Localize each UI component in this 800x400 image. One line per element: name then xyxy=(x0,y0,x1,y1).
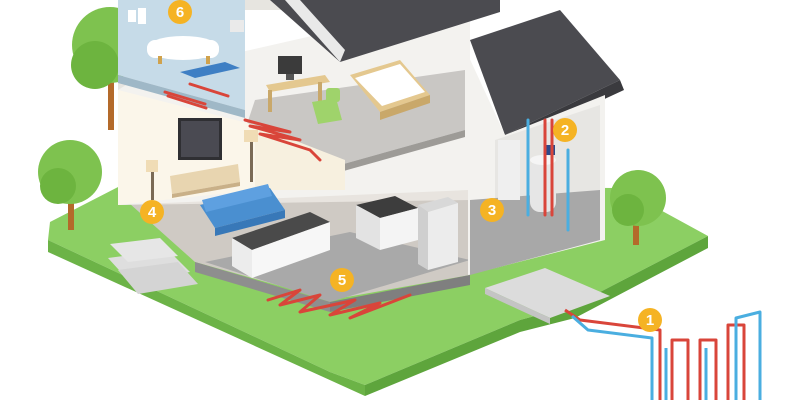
water-heater-icon xyxy=(498,140,556,212)
floor-lamp xyxy=(146,130,258,200)
sofa-icon xyxy=(200,184,285,236)
bed-icon xyxy=(350,60,430,120)
tree-icon xyxy=(610,170,666,245)
svg-text:1: 1 xyxy=(646,312,654,329)
driveway xyxy=(485,268,610,324)
svg-text:2: 2 xyxy=(561,122,569,139)
marker-5[interactable]: 5 xyxy=(330,268,354,292)
marker-4[interactable]: 4 xyxy=(140,200,164,224)
bathtub-icon xyxy=(128,8,244,78)
kitchen-island xyxy=(232,212,330,278)
tv-icon xyxy=(178,118,222,160)
heating-loops xyxy=(163,82,570,320)
main-roof xyxy=(270,0,500,62)
stove-icon xyxy=(356,196,418,250)
ground-loop-pipes xyxy=(564,308,762,400)
svg-text:4: 4 xyxy=(148,204,157,221)
tree-icon xyxy=(38,140,102,230)
desk-icon xyxy=(266,56,342,124)
fridge-icon xyxy=(418,197,458,270)
marker-1[interactable]: 1 xyxy=(638,308,662,332)
marker-3[interactable]: 3 xyxy=(480,198,504,222)
marker-2[interactable]: 2 xyxy=(553,118,577,142)
svg-text:3: 3 xyxy=(488,202,496,219)
marker-6[interactable]: 6 xyxy=(168,0,192,24)
svg-text:5: 5 xyxy=(338,272,346,289)
svg-text:6: 6 xyxy=(176,4,184,21)
tv-stand xyxy=(170,164,240,198)
